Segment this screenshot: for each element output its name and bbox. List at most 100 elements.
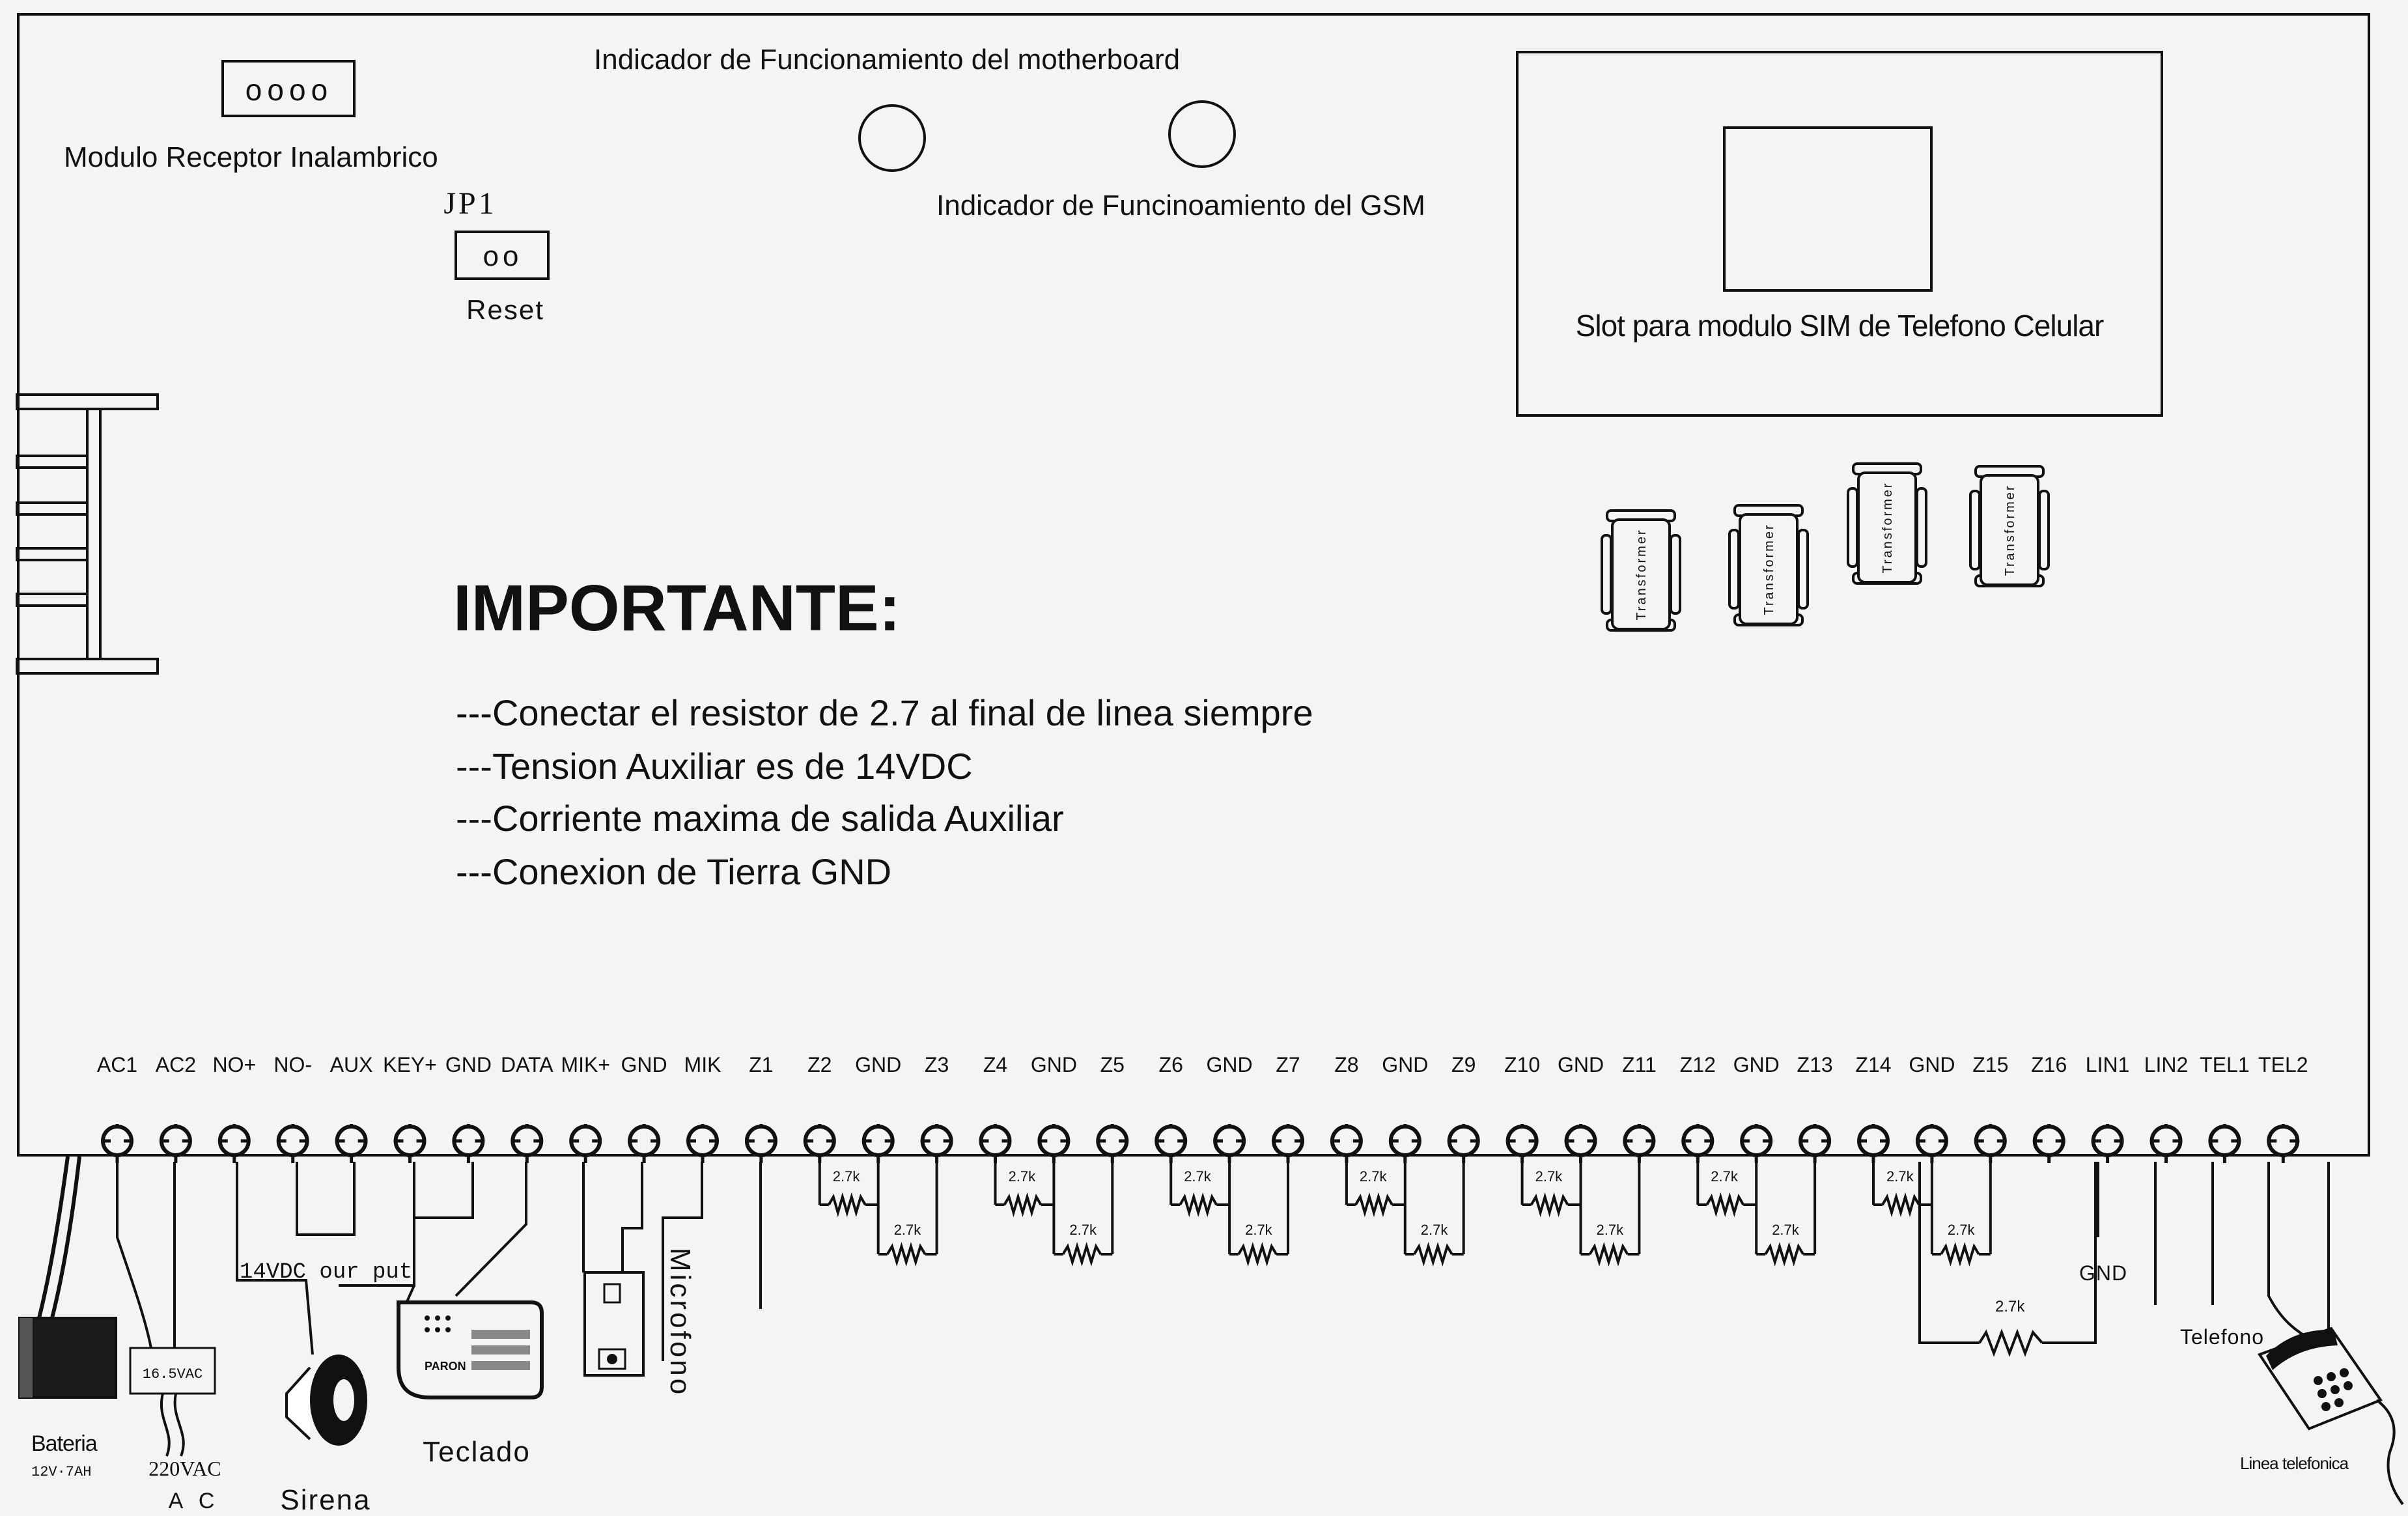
screw-terminal-icon [1564,1124,1597,1163]
screw-terminal-icon [1272,1124,1304,1163]
screw-terminal-icon [1388,1124,1421,1163]
resistor-label: 2.7k [1597,1222,1625,1238]
gsm-led-icon [1168,100,1236,168]
jumper-name: JP1 [443,186,496,221]
battery-spec: 12V·7AH [31,1464,91,1480]
wireless-receiver-pins: oooo [245,76,332,109]
battery-label: Bateria [31,1431,98,1456]
note-end-of-line-resistor: ---Conectar el resistor de 2.7 al final … [456,692,1313,733]
screw-terminal-icon [1681,1124,1715,1163]
transformer-icon: Transformer [1969,465,2050,587]
ac-label: A C [169,1489,220,1513]
screw-terminal-icon [1623,1124,1656,1163]
resistor-label: 2.7k [1184,1168,1212,1185]
screw-terminal-icon [1799,1124,1832,1163]
keypad-label: Teclado [423,1436,531,1468]
terminal-label-gnd: GND [855,1053,901,1076]
screw-terminal-icon [452,1124,485,1163]
terminal-label-aux: AUX [330,1053,373,1076]
screw-terminal-icon [1974,1124,2007,1163]
wireless-receiver-label: Modulo Receptor Inalambrico [64,141,438,173]
resistor-label: 2.7k [1069,1222,1097,1238]
transformer-icon: Transformer [1847,462,1927,585]
zone-resistors: 2.7k2.7k2.7k2.7k2.7k2.7k2.7k2.7k2.7k2.7k… [818,1162,1992,1267]
terminal-label-gnd: GND [445,1053,492,1076]
transformer-label: Transformer [1634,528,1649,620]
terminal-label-lin1: LIN1 [2086,1053,2130,1076]
screw-terminal-icon [1505,1124,1539,1163]
terminal-label-gnd: GND [621,1053,667,1076]
screw-terminal-icon [393,1124,427,1163]
motherboard-led-icon [858,104,926,172]
screw-terminal-icon [1740,1124,1773,1163]
zone-resistor-pair: 2.7k2.7k [1696,1162,1817,1267]
screw-terminal-icon [101,1124,133,1163]
reset-jumper: oo [455,231,550,280]
terminal-label-no: NO+ [212,1053,256,1076]
zone-resistor-pair: 2.7k2.7k [994,1162,1114,1267]
screw-terminal-icon [803,1124,836,1163]
gsm-led-label: Indicador de Funcinoamiento del GSM [936,190,1425,221]
notes-heading: IMPORTANTE: [453,572,901,645]
terminal-label-z1: Z1 [749,1053,773,1076]
terminal-label-gnd: GND [1207,1053,1253,1076]
wiring [37,1156,2330,1457]
terminal-label-z3: Z3 [925,1053,949,1076]
transformer-label: Transformer [1762,523,1776,615]
terminal-label-gnd: GND [1558,1053,1604,1076]
screw-terminal-icon [1213,1124,1246,1163]
terminal-label-tel1: TEL1 [2200,1053,2249,1076]
zone-resistor-pair: 2.7k 2.7k [1169,1162,1289,1267]
reset-label: Reset [466,294,544,325]
screw-terminal-icon [1330,1124,1363,1163]
battery-icon [18,1317,117,1399]
gnd-label: GND [2079,1261,2127,1285]
screw-terminal-icon [217,1124,251,1163]
jumper-pins: oo [483,242,522,275]
note-aux-voltage: ---Tension Auxiliar es de 14VDC [456,746,973,787]
microphone-icon [583,1271,645,1377]
terminal-label-z9: Z9 [1451,1053,1476,1076]
terminal-label-key: KEY+ [383,1053,437,1076]
terminal-label-z5: Z5 [1100,1053,1125,1076]
terminal-label-gnd: GND [1909,1053,1955,1076]
terminal-label-mik: MIK [684,1053,721,1076]
zone-resistor-pair: 2.7k2.7k [818,1162,938,1267]
screw-terminal-icon [861,1124,895,1163]
screw-terminal-icon [2091,1124,2124,1163]
transformer-label: Transformer [2003,484,2017,576]
terminal-label-mik: MIK+ [561,1053,610,1076]
screw-terminal-icon [276,1124,309,1163]
resistor-label: 2.7k [1245,1222,1273,1238]
telephone-icon [2257,1326,2404,1506]
resistor-label: 2.7k [1711,1168,1739,1185]
resistor-label: 2.7k [1948,1222,1976,1238]
edge-connector [16,393,159,675]
ac-transformer-label: 16.5VAC [143,1366,203,1383]
screw-terminal-icon [2208,1124,2241,1163]
keypad-brand: PARON [425,1360,466,1373]
terminal-label-z16: Z16 [2031,1053,2067,1076]
keypad-icon [397,1300,544,1399]
sim-slot-frame [1516,51,2163,417]
terminal-label-tel2: TEL2 [2258,1053,2308,1076]
terminal-label-z2: Z2 [807,1053,832,1076]
terminal-label-z7: Z7 [1276,1053,1300,1076]
terminal-label-z10: Z10 [1504,1053,1540,1076]
long-resistor-label: 2.7k [1995,1298,2025,1315]
terminal-label-z12: Z12 [1680,1053,1716,1076]
resistor-label: 2.7k [894,1222,922,1238]
transformer-icon: Transformer [1601,509,1681,632]
screw-terminal-icon [2149,1124,2183,1163]
screw-terminal-icon [335,1124,368,1163]
sim-slot-label: Slot para modulo SIM de Telefono Celular [1576,309,2104,343]
screw-terminal-icon [159,1124,192,1163]
screw-terminal-icon [1447,1124,1480,1163]
screw-terminal-icon [511,1124,544,1163]
motherboard-led-label: Indicador de Funcionamiento del motherbo… [594,44,1180,76]
zone-resistor-pair: 2.7k2.7k [1872,1162,1992,1267]
terminal-label-z8: Z8 [1334,1053,1358,1076]
siren-label: Sirena [280,1484,371,1516]
